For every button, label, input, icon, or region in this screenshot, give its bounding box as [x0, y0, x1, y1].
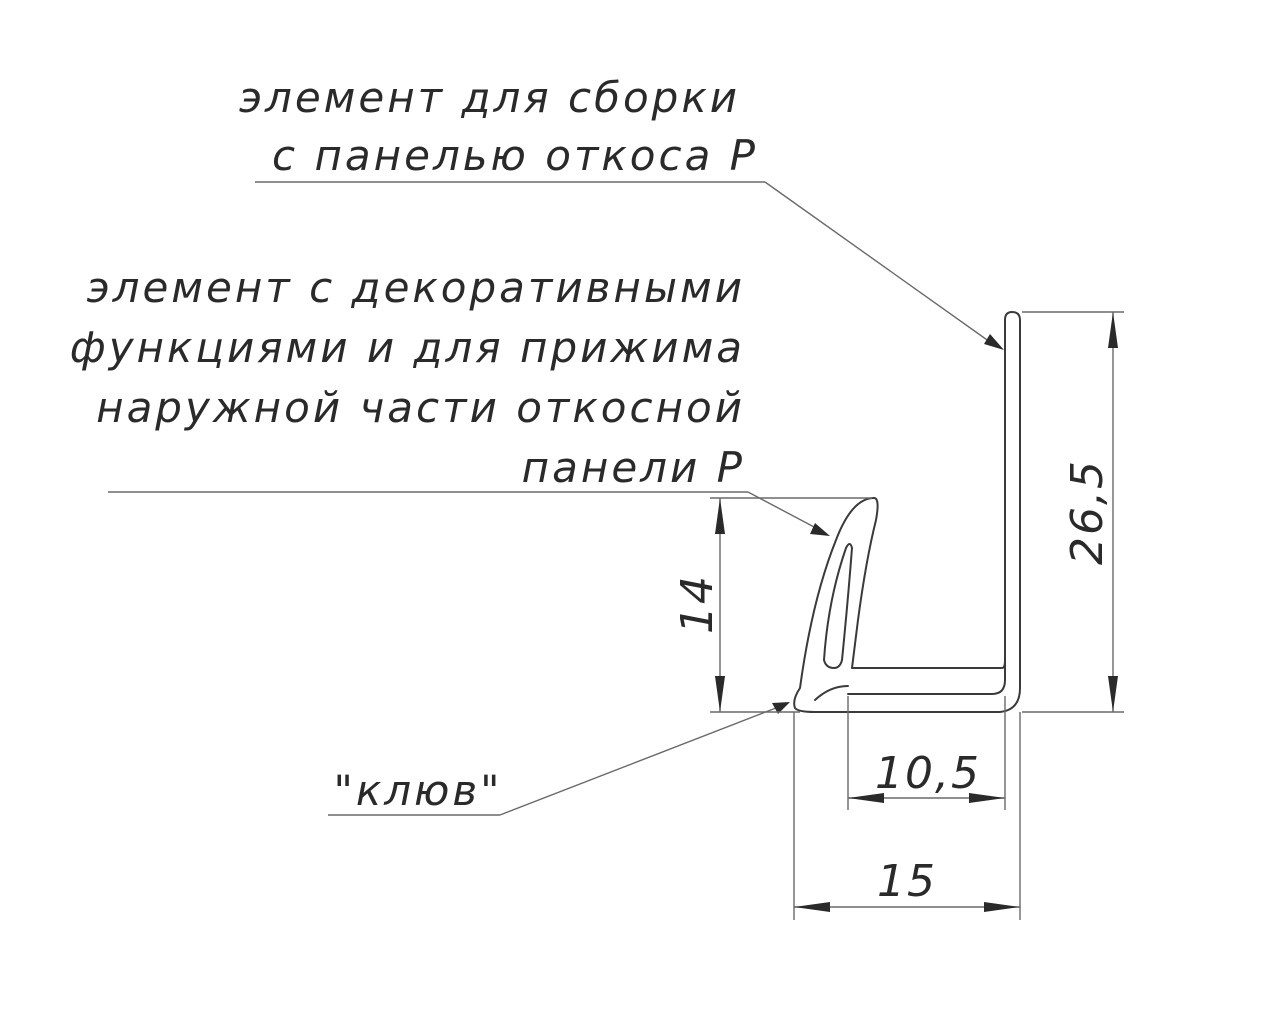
- dim-arrow-lip-top: [715, 498, 725, 534]
- callout-assembly-line2: с панелью откоса Р: [272, 131, 758, 180]
- callout-assembly-element: элемент для сборки с панелью откоса Р: [239, 73, 758, 180]
- leader-beak-arrow: [772, 702, 790, 714]
- profile-outer-contour: [793, 311, 1021, 713]
- dim-arrow-bottom: [1108, 676, 1118, 712]
- profile-inner-contour: [847, 659, 1006, 695]
- leader-assembly-diagonal: [764, 181, 991, 343]
- leader-decorative-arrow: [810, 523, 830, 536]
- callout-decorative-element: элемент с декоративными функциями и для …: [70, 263, 745, 492]
- dim-arrow-inner-right: [969, 793, 1005, 803]
- dim-arrow-outer-right: [984, 902, 1020, 912]
- callout-beak: "клюв": [334, 766, 503, 815]
- dim-total-height-label: 26,5: [1062, 459, 1113, 565]
- dim-arrow-top: [1108, 312, 1118, 348]
- callout-decorative-line3: наружной части откосной: [96, 383, 745, 432]
- leader-beak-diagonal: [499, 707, 777, 816]
- dim-lip-height-label: 14: [672, 574, 723, 634]
- dimension-inner-width: 10,5: [847, 696, 1006, 810]
- dimension-total-height: 26,5: [1022, 311, 1124, 713]
- callout-beak-label: "клюв": [334, 766, 503, 815]
- base-transition: [814, 685, 849, 701]
- callout-decorative-line1: элемент с декоративными: [87, 263, 745, 312]
- callout-assembly-line1: элемент для сборки: [239, 73, 740, 122]
- dim-arrow-inner-left: [848, 793, 884, 803]
- callout-decorative-line2: функциями и для прижима: [70, 323, 745, 372]
- dim-inner-width-label: 10,5: [875, 748, 981, 799]
- callout-decorative-line4: панели Р: [522, 443, 745, 492]
- dim-arrow-lip-bottom: [715, 676, 725, 712]
- beak-hollow: [823, 543, 853, 669]
- dim-arrow-outer-left: [794, 902, 830, 912]
- profile-outline: [793, 311, 1021, 713]
- dimension-lip-height: 14: [672, 497, 872, 713]
- leader-assembly-arrow: [984, 334, 1004, 350]
- dim-total-width-label: 15: [877, 856, 937, 907]
- dimension-total-width: 15: [793, 712, 1021, 920]
